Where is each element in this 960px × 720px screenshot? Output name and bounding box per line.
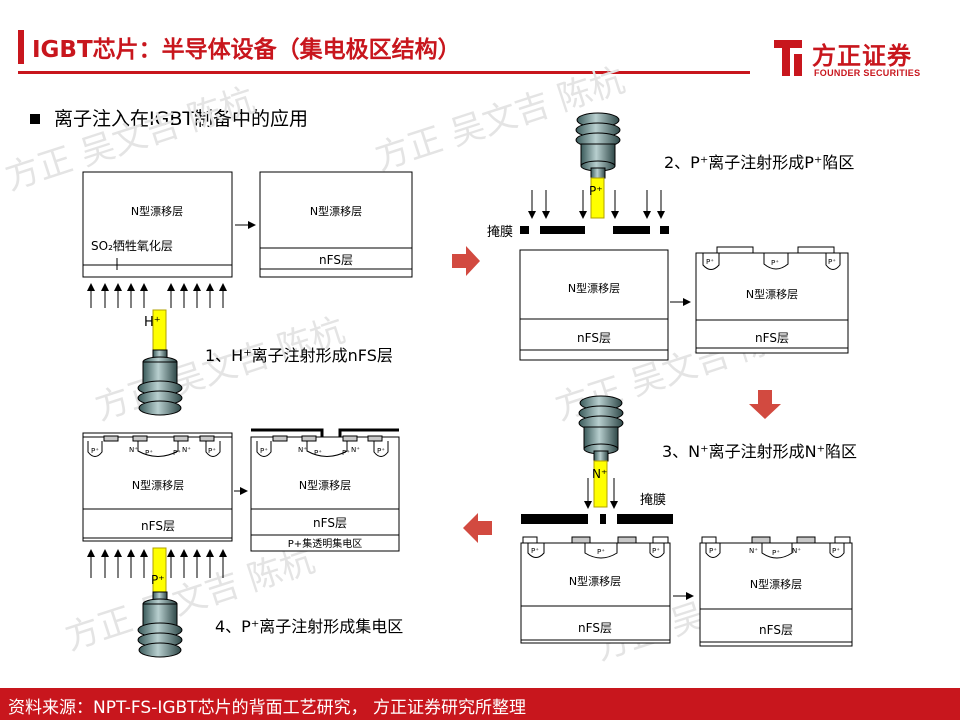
nfs-layer-label: nFS层	[313, 516, 347, 530]
p-well-label: P⁺	[145, 449, 153, 457]
ion-source-icon	[575, 112, 621, 179]
step1-implant-arrows	[87, 283, 227, 308]
drift-layer-label: N型漂移层	[132, 478, 184, 492]
ion-source-icon	[578, 395, 624, 462]
watermark-text: 方正 吴文吉 陈杭	[60, 540, 319, 658]
watermark-text: 方正 吴文吉 陈杭	[90, 310, 349, 428]
p-well-label: P⁺	[771, 259, 779, 267]
nfs-layer-label: nFS层	[577, 331, 611, 345]
drift-layer-label: N型漂移层	[569, 574, 621, 588]
section-subtitle: 离子注入在IGBT制备中的应用	[54, 108, 308, 130]
mask-label: 掩膜	[487, 225, 513, 240]
p-well-label: P⁺	[772, 549, 780, 557]
logo-chinese-name: 方正证券	[812, 42, 912, 70]
p-well-label: P⁺	[377, 447, 385, 455]
n-well-label: N⁺	[351, 446, 360, 454]
step4-implant-arrows	[87, 549, 227, 578]
flow-arrow-down-icon	[749, 390, 781, 419]
footer-bar: 资料来源：NPT-FS-IGBT芯片的背面工艺研究， 方正证券研究所整理	[0, 688, 960, 720]
n-well-label: N⁺	[792, 547, 801, 555]
step3-mask	[521, 514, 673, 524]
title-accent-bar	[18, 30, 24, 64]
nfs-layer-label: nFS层	[319, 253, 353, 267]
p-well-label: P⁺	[597, 548, 605, 556]
p-ion-beam	[152, 547, 167, 595]
title-underline	[18, 71, 750, 74]
step3-implant-arrows	[584, 478, 618, 509]
p-well-label: P⁺	[709, 547, 717, 555]
step1-wafer-before: N型漂移层 SO₂牺牲氧化层	[82, 171, 233, 278]
n-well-label: N⁺	[298, 446, 307, 454]
h-ion-label: H⁺	[144, 315, 161, 330]
step3-caption: 3、N⁺离子注射形成N⁺陷区	[662, 442, 857, 461]
logo-english-name: FOUNDER SECURITIES	[814, 68, 921, 78]
drift-layer-label: N型漂移层	[746, 287, 798, 301]
n-well-label: N⁺	[182, 446, 191, 454]
p-well-label: P⁺	[531, 547, 539, 555]
nfs-layer-label: nFS层	[578, 621, 612, 635]
collector-layer-label: P+集透明集电区	[288, 537, 362, 550]
nfs-layer-label: nFS层	[755, 331, 789, 345]
p-well-label: P⁺	[652, 547, 660, 555]
p-well-label: P⁺	[208, 447, 216, 455]
p-well-label: P⁺	[173, 449, 181, 457]
drift-layer-label: N型漂移层	[568, 281, 620, 295]
p-well-label: P⁺	[91, 447, 99, 455]
step4-wafer-after: P⁺ N⁺ P⁺ P⁺ N⁺ P⁺ N型漂移层 nFS层 P+集透明集电区	[250, 428, 400, 552]
drift-layer-label: N型漂移层	[131, 204, 183, 218]
step2-wafer-before: N型漂移层 nFS层	[519, 249, 669, 361]
p-well-label: P⁺	[832, 547, 840, 555]
step2-mask	[520, 226, 669, 234]
step1-wafer-after: N型漂移层 nFS层	[259, 171, 413, 278]
p-well-label: P⁺	[342, 449, 350, 457]
logo-mark-icon	[774, 40, 802, 76]
footer-source: 资料来源：NPT-FS-IGBT芯片的背面工艺研究， 方正证券研究所整理	[8, 698, 526, 718]
step4-caption: 4、P⁺离子注射形成集电区	[215, 617, 403, 636]
p-ion-label: P⁺	[589, 184, 603, 198]
bullet-square-icon	[30, 114, 40, 124]
flow-arrow-left-icon	[463, 513, 492, 543]
step2-wafer-after: P⁺ P⁺ P⁺ N型漂移层 nFS层	[695, 246, 849, 354]
step1-caption: 1、H⁺离子注射形成nFS层	[205, 346, 393, 365]
n-ion-beam	[593, 460, 608, 508]
drift-layer-label: N型漂移层	[750, 577, 802, 591]
p-well-label: P⁺	[706, 258, 714, 266]
page-title: IGBT芯片：半导体设备（集电极区结构）	[32, 37, 461, 63]
step3-wafer-after: P⁺ N⁺ P⁺ N⁺ P⁺ N型漂移层 nFS层	[699, 536, 853, 647]
p-ion-label: P⁺	[151, 573, 165, 587]
step2-implant-arrows	[528, 190, 665, 219]
step4-wafer-before: P⁺ N⁺ P⁺ P⁺ N⁺ P⁺ N型漂移层 nFS层	[82, 432, 233, 542]
nfs-layer-label: nFS层	[759, 623, 793, 637]
ion-source-icon	[137, 349, 183, 416]
drift-layer-label: N型漂移层	[299, 478, 351, 492]
p-well-label: P⁺	[314, 449, 322, 457]
mask-label: 掩膜	[640, 493, 666, 508]
company-logo: 方正证券 FOUNDER SECURITIES	[768, 36, 948, 86]
step2-caption: 2、P⁺离子注射形成P⁺陷区	[664, 153, 854, 172]
p-well-label: P⁺	[828, 258, 836, 266]
p-ion-beam	[590, 177, 605, 219]
nfs-layer-label: nFS层	[141, 519, 175, 533]
oxide-layer-label: SO₂牺牲氧化层	[91, 239, 173, 253]
flow-arrow-right-icon	[452, 246, 480, 276]
n-ion-label: N⁺	[592, 467, 607, 481]
drift-layer-label: N型漂移层	[310, 204, 362, 218]
n-well-label: N⁺	[749, 547, 758, 555]
step3-wafer-before: P⁺ P⁺ P⁺ N型漂移层 nFS层	[520, 536, 671, 644]
ion-source-icon	[137, 591, 183, 658]
p-well-label: P⁺	[260, 447, 268, 455]
n-well-label: N⁺	[129, 446, 138, 454]
